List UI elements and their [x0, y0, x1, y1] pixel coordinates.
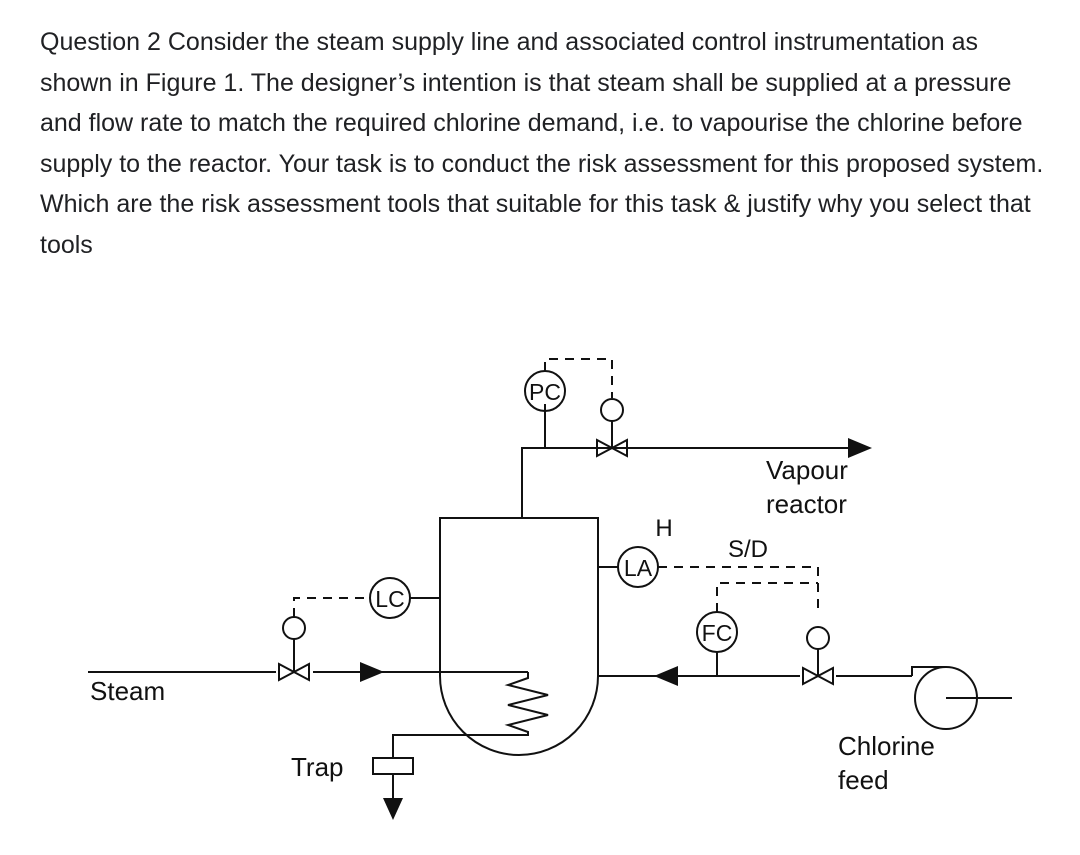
- pc-instrument: PC: [524, 370, 566, 412]
- chlorine-label-line1: Chlorine: [838, 731, 935, 761]
- shutdown-label: S/D: [728, 536, 768, 563]
- chlorine-label-line2: feed: [838, 765, 889, 795]
- steam-label: Steam: [90, 676, 165, 706]
- heating-coil: [392, 672, 549, 748]
- steam-flow-arrow: [360, 662, 384, 682]
- pc-control-valve: [596, 398, 628, 458]
- lc-label: LC: [375, 586, 404, 612]
- shutdown-signal-line: [658, 566, 819, 610]
- steam-trap: [372, 757, 414, 775]
- trap-drain-arrow: [383, 798, 403, 820]
- alarm-high-label: H: [655, 515, 672, 542]
- trap-label: Trap: [291, 752, 344, 782]
- fc-signal-line: [716, 582, 818, 612]
- chlorine-control-valve: [802, 626, 834, 686]
- vapour-label-line1: Vapour: [766, 455, 848, 485]
- vaporiser-vessel: [439, 517, 599, 756]
- vapour-label-line2: reactor: [766, 489, 847, 519]
- fc-label: FC: [702, 620, 733, 646]
- lc-signal-line: [293, 597, 370, 617]
- chlorine-flow-arrow: [654, 666, 678, 686]
- pc-label: PC: [529, 379, 561, 405]
- pc-signal-line: [544, 358, 613, 398]
- la-label: LA: [624, 555, 653, 581]
- question-text: Question 2 Consider the steam supply lin…: [40, 28, 1044, 259]
- fc-instrument: FC: [696, 611, 738, 653]
- la-instrument: LA: [617, 546, 659, 588]
- vapour-flow-arrow: [848, 438, 872, 458]
- lc-instrument: LC: [369, 577, 411, 619]
- chlorine-feed-pump: [911, 666, 1012, 730]
- steam-control-valve: [278, 616, 310, 682]
- vapour-outlet-line: [521, 447, 855, 518]
